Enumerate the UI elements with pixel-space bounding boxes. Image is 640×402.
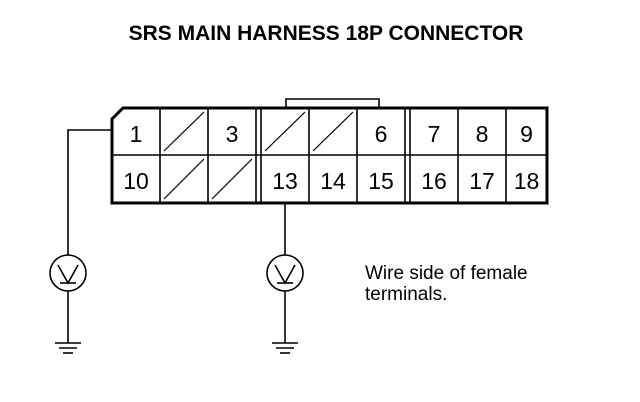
pin-label-1: 1: [130, 121, 143, 147]
pin-label-16: 16: [421, 168, 447, 194]
ground-icon: [55, 342, 81, 354]
connector-housing: [110, 106, 549, 205]
pin-label-10: 10: [123, 168, 149, 194]
note-line-2: terminals.: [365, 284, 447, 305]
pin-label-18: 18: [514, 168, 540, 194]
pin-label-14: 14: [320, 168, 346, 194]
blank-pin-diagonal: [163, 111, 205, 152]
probe-wire-pin-1: [67, 129, 112, 255]
pin-label-3: 3: [226, 121, 239, 147]
diagram-title: SRS MAIN HARNESS 18P CONNECTOR: [129, 22, 524, 45]
pin-label-6: 6: [375, 121, 388, 147]
voltmeter-icon: [266, 254, 304, 292]
pin-row-bottom: 10 13 14 15 16 17 18: [123, 158, 540, 200]
pin-label-7: 7: [428, 121, 441, 147]
note-line-1: Wire side of female: [365, 263, 528, 284]
blank-pin-diagonal: [163, 158, 205, 200]
pin-label-9: 9: [520, 121, 533, 147]
pin-label-17: 17: [469, 168, 495, 194]
blank-pin-diagonal: [264, 111, 306, 152]
column-dividers: [159, 108, 507, 203]
pin-label-13: 13: [272, 168, 298, 194]
pin-row-top: 1 3 6 7 8 9: [130, 111, 533, 152]
pin-label-15: 15: [368, 168, 394, 194]
blank-pin-diagonal: [312, 111, 354, 152]
pin-label-8: 8: [476, 121, 489, 147]
blank-pin-diagonal: [211, 158, 253, 200]
ground-icon: [272, 342, 298, 354]
voltmeter-icon: [49, 254, 87, 292]
connector-lock-tab: [285, 98, 380, 108]
